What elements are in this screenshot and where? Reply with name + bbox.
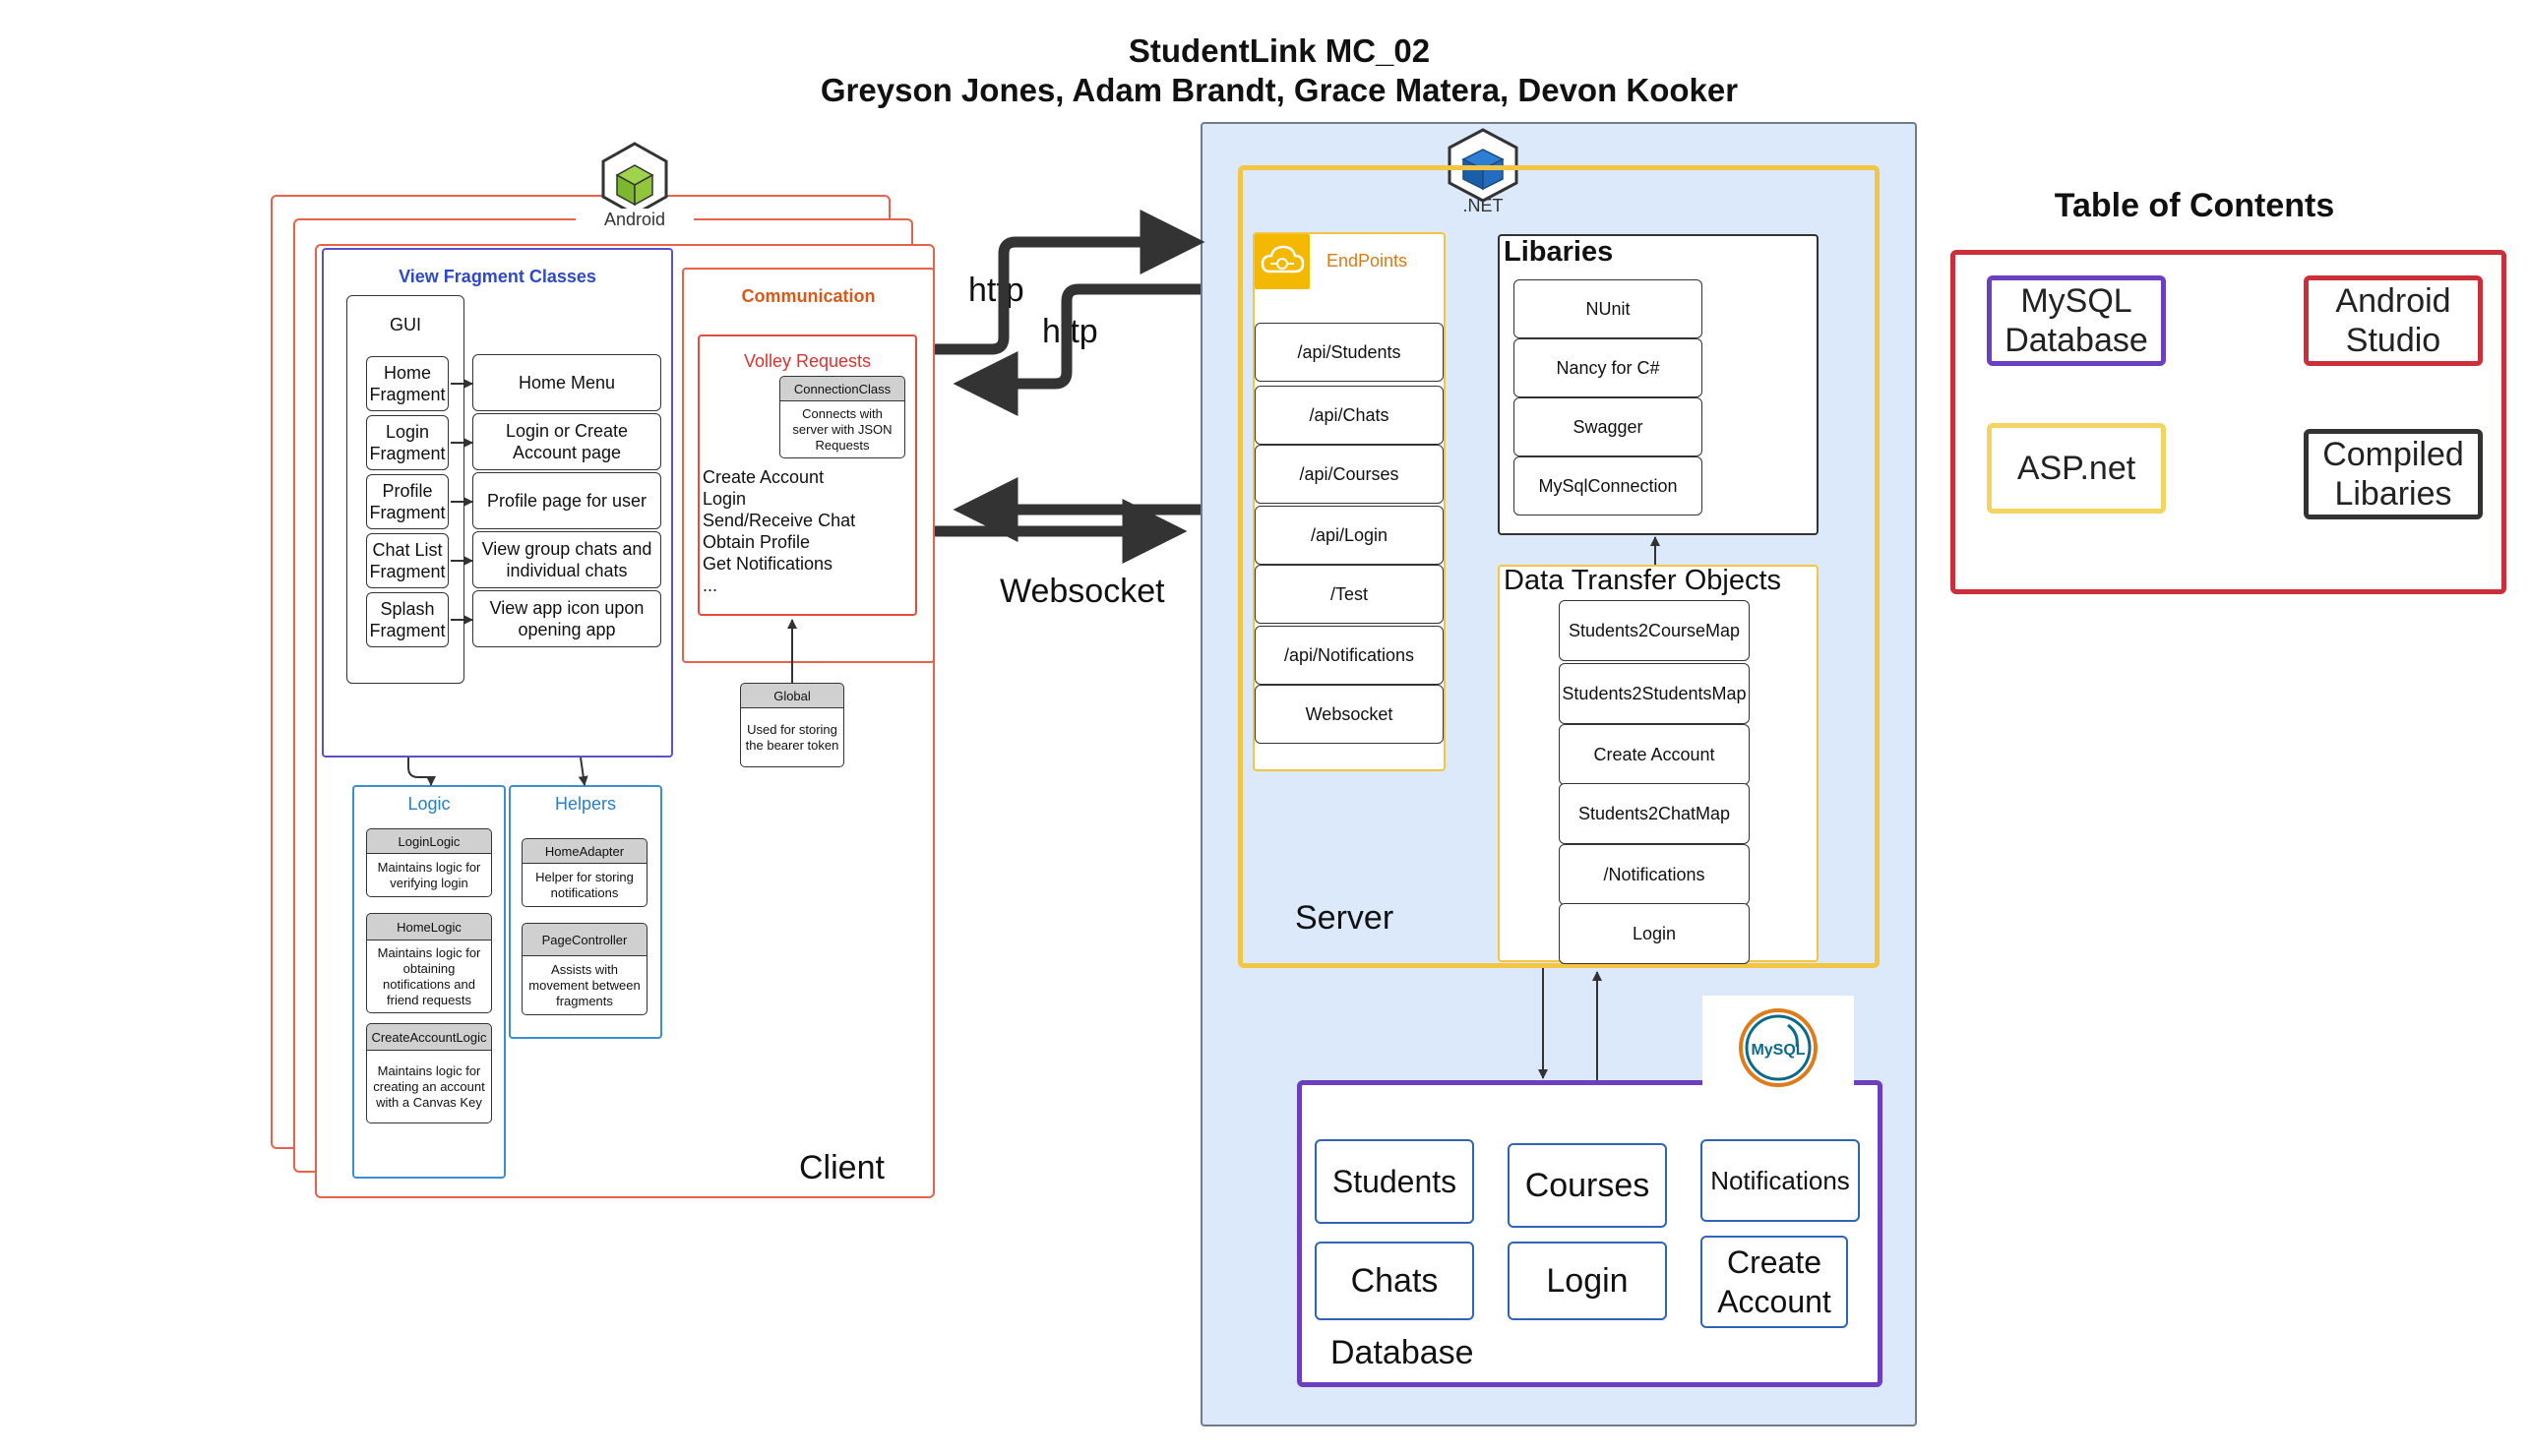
page-profile[interactable]: Profile page for user [472,472,661,529]
page-home-menu[interactable]: Home Menu [472,354,661,411]
mysql-logo-text: MySQL [1751,1042,1805,1059]
database-label: Database [1330,1334,1474,1371]
dto-create-account: Create Account [1559,724,1750,785]
library-nancy: Nancy for C# [1513,338,1702,397]
communication-title: Communication [741,285,876,306]
diagram-title: StudentLink MC_02 [1128,32,1431,69]
endpoint-notifications[interactable]: /api/Notifications [1255,626,1444,685]
toc-item-mysql[interactable]: MySQL Database [1987,275,2166,366]
server-container [1238,165,1880,968]
volley-request-list: Create Account Login Send/Receive Chat O… [703,466,909,596]
websocket-label: Websocket [1000,573,1165,610]
request-item: Login [703,489,747,509]
toc-item-libraries[interactable]: Compiled Libaries [2304,429,2483,519]
home-adapter-desc: Helper for storing notifications [522,864,648,907]
endpoint-students[interactable]: /api/Students [1255,323,1444,382]
http-request-connector [935,210,1205,355]
request-item: Create Account [703,467,825,487]
http-label-1: http [968,272,1024,309]
fragments-to-helpers-connector [578,757,588,786]
home-logic-name: HomeLogic [366,913,492,940]
request-item: Send/Receive Chat [703,511,856,530]
http-response-connector [953,283,1201,416]
database-container [1297,1080,1882,1387]
mysql-logo: MySQL [1702,996,1854,1100]
endpoint-websocket[interactable]: Websocket [1255,685,1444,744]
connection-class-name: ConnectionClass [779,376,905,401]
libraries-title: Libaries [1504,236,1614,268]
endpoints-title: EndPoints [1326,251,1408,271]
dotnet-label: .NET [1462,195,1504,215]
request-item: Obtain Profile [703,532,811,552]
login-logic-name: LoginLogic [366,828,492,854]
fragment-splash[interactable]: Splash Fragment [366,592,449,647]
fragment-login[interactable]: Login Fragment [366,415,449,470]
library-swagger: Swagger [1513,397,1702,456]
connection-class-desc: Connects with server with JSON Requests [779,401,905,458]
db-table-chats[interactable]: Chats [1315,1242,1474,1320]
home-adapter-name: HomeAdapter [522,838,648,864]
endpoint-courses[interactable]: /api/Courses [1255,445,1444,504]
endpoint-chats[interactable]: /api/Chats [1255,386,1444,445]
fragment-chat-list[interactable]: Chat List Fragment [366,533,449,588]
page-login[interactable]: Login or Create Account page [472,413,661,470]
db-table-courses[interactable]: Courses [1508,1143,1667,1228]
library-nunit: NUnit [1513,279,1702,338]
home-logic-desc: Maintains logic for obtaining notificati… [366,940,492,1013]
client-label: Client [799,1149,885,1186]
logic-title: Logic [407,793,451,814]
page-chats[interactable]: View group chats and individual chats [472,531,661,588]
gui-label: GUI [389,314,421,334]
fragments-to-logic-connector [407,758,436,786]
db-table-create-account[interactable]: Create Account [1700,1236,1848,1328]
login-logic-desc: Maintains logic for verifying login [366,854,492,897]
create-account-logic-desc: Maintains logic for creating an account … [366,1051,492,1123]
toc-container [1950,250,2506,594]
dto-title: Data Transfer Objects [1504,565,1782,596]
volley-requests-title: Volley Requests [743,350,872,371]
diagram-authors: Greyson Jones, Adam Brandt, Grace Matera… [820,72,1739,108]
toc-item-aspnet[interactable]: ASP.net [1987,423,2166,514]
fragment-home[interactable]: Home Fragment [366,356,449,411]
db-table-notifications[interactable]: Notifications [1700,1139,1860,1222]
dto-login: Login [1559,903,1750,964]
toc-title: Table of Contents [2054,187,2335,224]
create-account-logic-name: CreateAccountLogic [366,1023,492,1051]
db-table-login[interactable]: Login [1508,1242,1667,1320]
request-item: Get Notifications [703,554,833,574]
dto-students2chatmap: Students2ChatMap [1559,783,1750,844]
library-mysqlconnection: MySqlConnection [1513,456,1702,516]
dto-students2coursemap: Students2CourseMap [1559,600,1750,661]
global-class-name: Global [740,683,844,708]
android-icon [601,142,668,216]
dto-notifications: /Notifications [1559,844,1750,905]
android-label: Android [576,209,694,230]
db-table-students[interactable]: Students [1315,1139,1474,1224]
page-splash[interactable]: View app icon upon opening app [472,590,661,647]
page-controller-name: PageController [522,923,648,956]
endpoint-login[interactable]: /api/Login [1255,506,1444,565]
fragment-profile[interactable]: Profile Fragment [366,474,449,529]
endpoint-test[interactable]: /Test [1255,565,1444,624]
page-controller-desc: Assists with movement between fragments [522,956,648,1015]
request-item: ... [703,576,718,595]
server-label: Server [1295,899,1394,937]
view-fragment-classes-title: View Fragment Classes [399,266,596,286]
dto-students2studentsmap: Students2StudentsMap [1559,663,1750,724]
cloud-endpoint-icon [1255,234,1310,289]
toc-item-android[interactable]: Android Studio [2304,275,2483,366]
helpers-title: Helpers [554,793,617,814]
global-class-desc: Used for storing the bearer token [740,708,844,767]
